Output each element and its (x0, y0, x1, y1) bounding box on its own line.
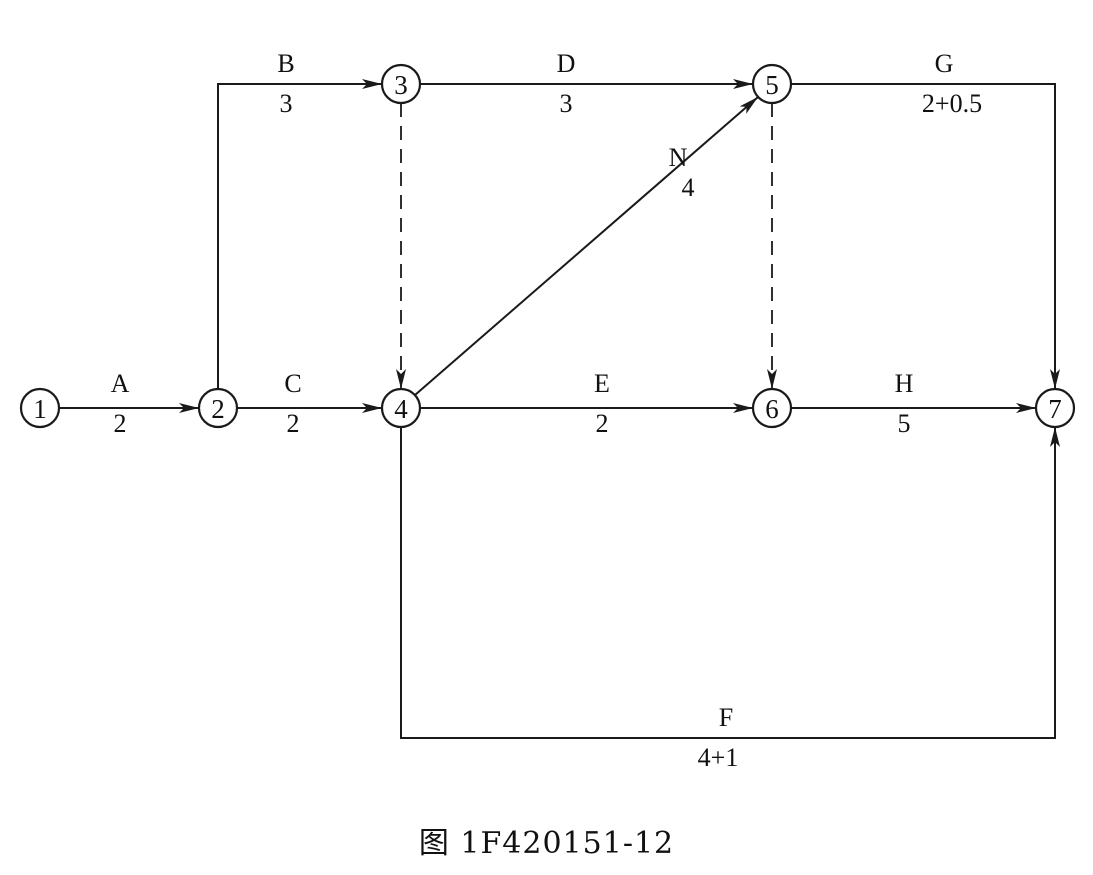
nodes-layer: 1 2 3 4 5 6 7 (19, 63, 1076, 429)
activity-duration-e: 2 (596, 409, 609, 438)
node-2: 2 (197, 387, 239, 429)
activity-duration-n: 4 (682, 173, 695, 202)
activity-name-f: F (719, 703, 733, 732)
activity-arrow-f (400, 427, 1060, 739)
activity-arrow-g (791, 83, 1060, 389)
activity-duration-g: 2+0.5 (922, 89, 982, 118)
node-label-5: 5 (765, 70, 779, 100)
node-circle-6 (751, 387, 793, 429)
node-label-6: 6 (765, 394, 779, 424)
node-circle-5 (751, 63, 793, 105)
activity-duration-f: 4+1 (698, 743, 739, 772)
activity-name-h: H (895, 369, 914, 398)
node-label-1: 1 (33, 394, 47, 424)
node-circle-1 (19, 387, 61, 429)
figure-caption: 图 1F420151-12 (418, 826, 675, 861)
edges-layer (59, 79, 1060, 739)
node-label-2: 2 (211, 394, 225, 424)
activity-duration-h: 5 (898, 409, 911, 438)
node-5: 5 (751, 63, 793, 105)
activity-duration-b: 3 (280, 89, 293, 118)
activity-arrow-n (414, 96, 759, 396)
activity-duration-d: 3 (560, 89, 573, 118)
node-label-3: 3 (394, 70, 408, 100)
node-3: 3 (380, 63, 422, 105)
activity-name-c: C (284, 369, 301, 398)
node-1: 1 (19, 387, 61, 429)
activity-name-e: E (594, 369, 610, 398)
node-6: 6 (751, 387, 793, 429)
activity-name-n: N (669, 143, 688, 172)
node-7: 7 (1034, 387, 1076, 429)
activity-arrow-b (217, 79, 382, 389)
activity-name-b: B (277, 49, 294, 78)
node-circle-7 (1034, 387, 1076, 429)
activity-name-d: D (557, 49, 576, 78)
node-label-4: 4 (394, 394, 408, 424)
node-4: 4 (380, 387, 422, 429)
node-circle-3 (380, 63, 422, 105)
node-circle-4 (380, 387, 422, 429)
activity-duration-a: 2 (114, 409, 127, 438)
node-label-7: 7 (1048, 394, 1062, 424)
node-circle-2 (197, 387, 239, 429)
activity-name-a: A (111, 369, 130, 398)
activity-duration-c: 2 (287, 409, 300, 438)
activity-name-g: G (935, 49, 954, 78)
